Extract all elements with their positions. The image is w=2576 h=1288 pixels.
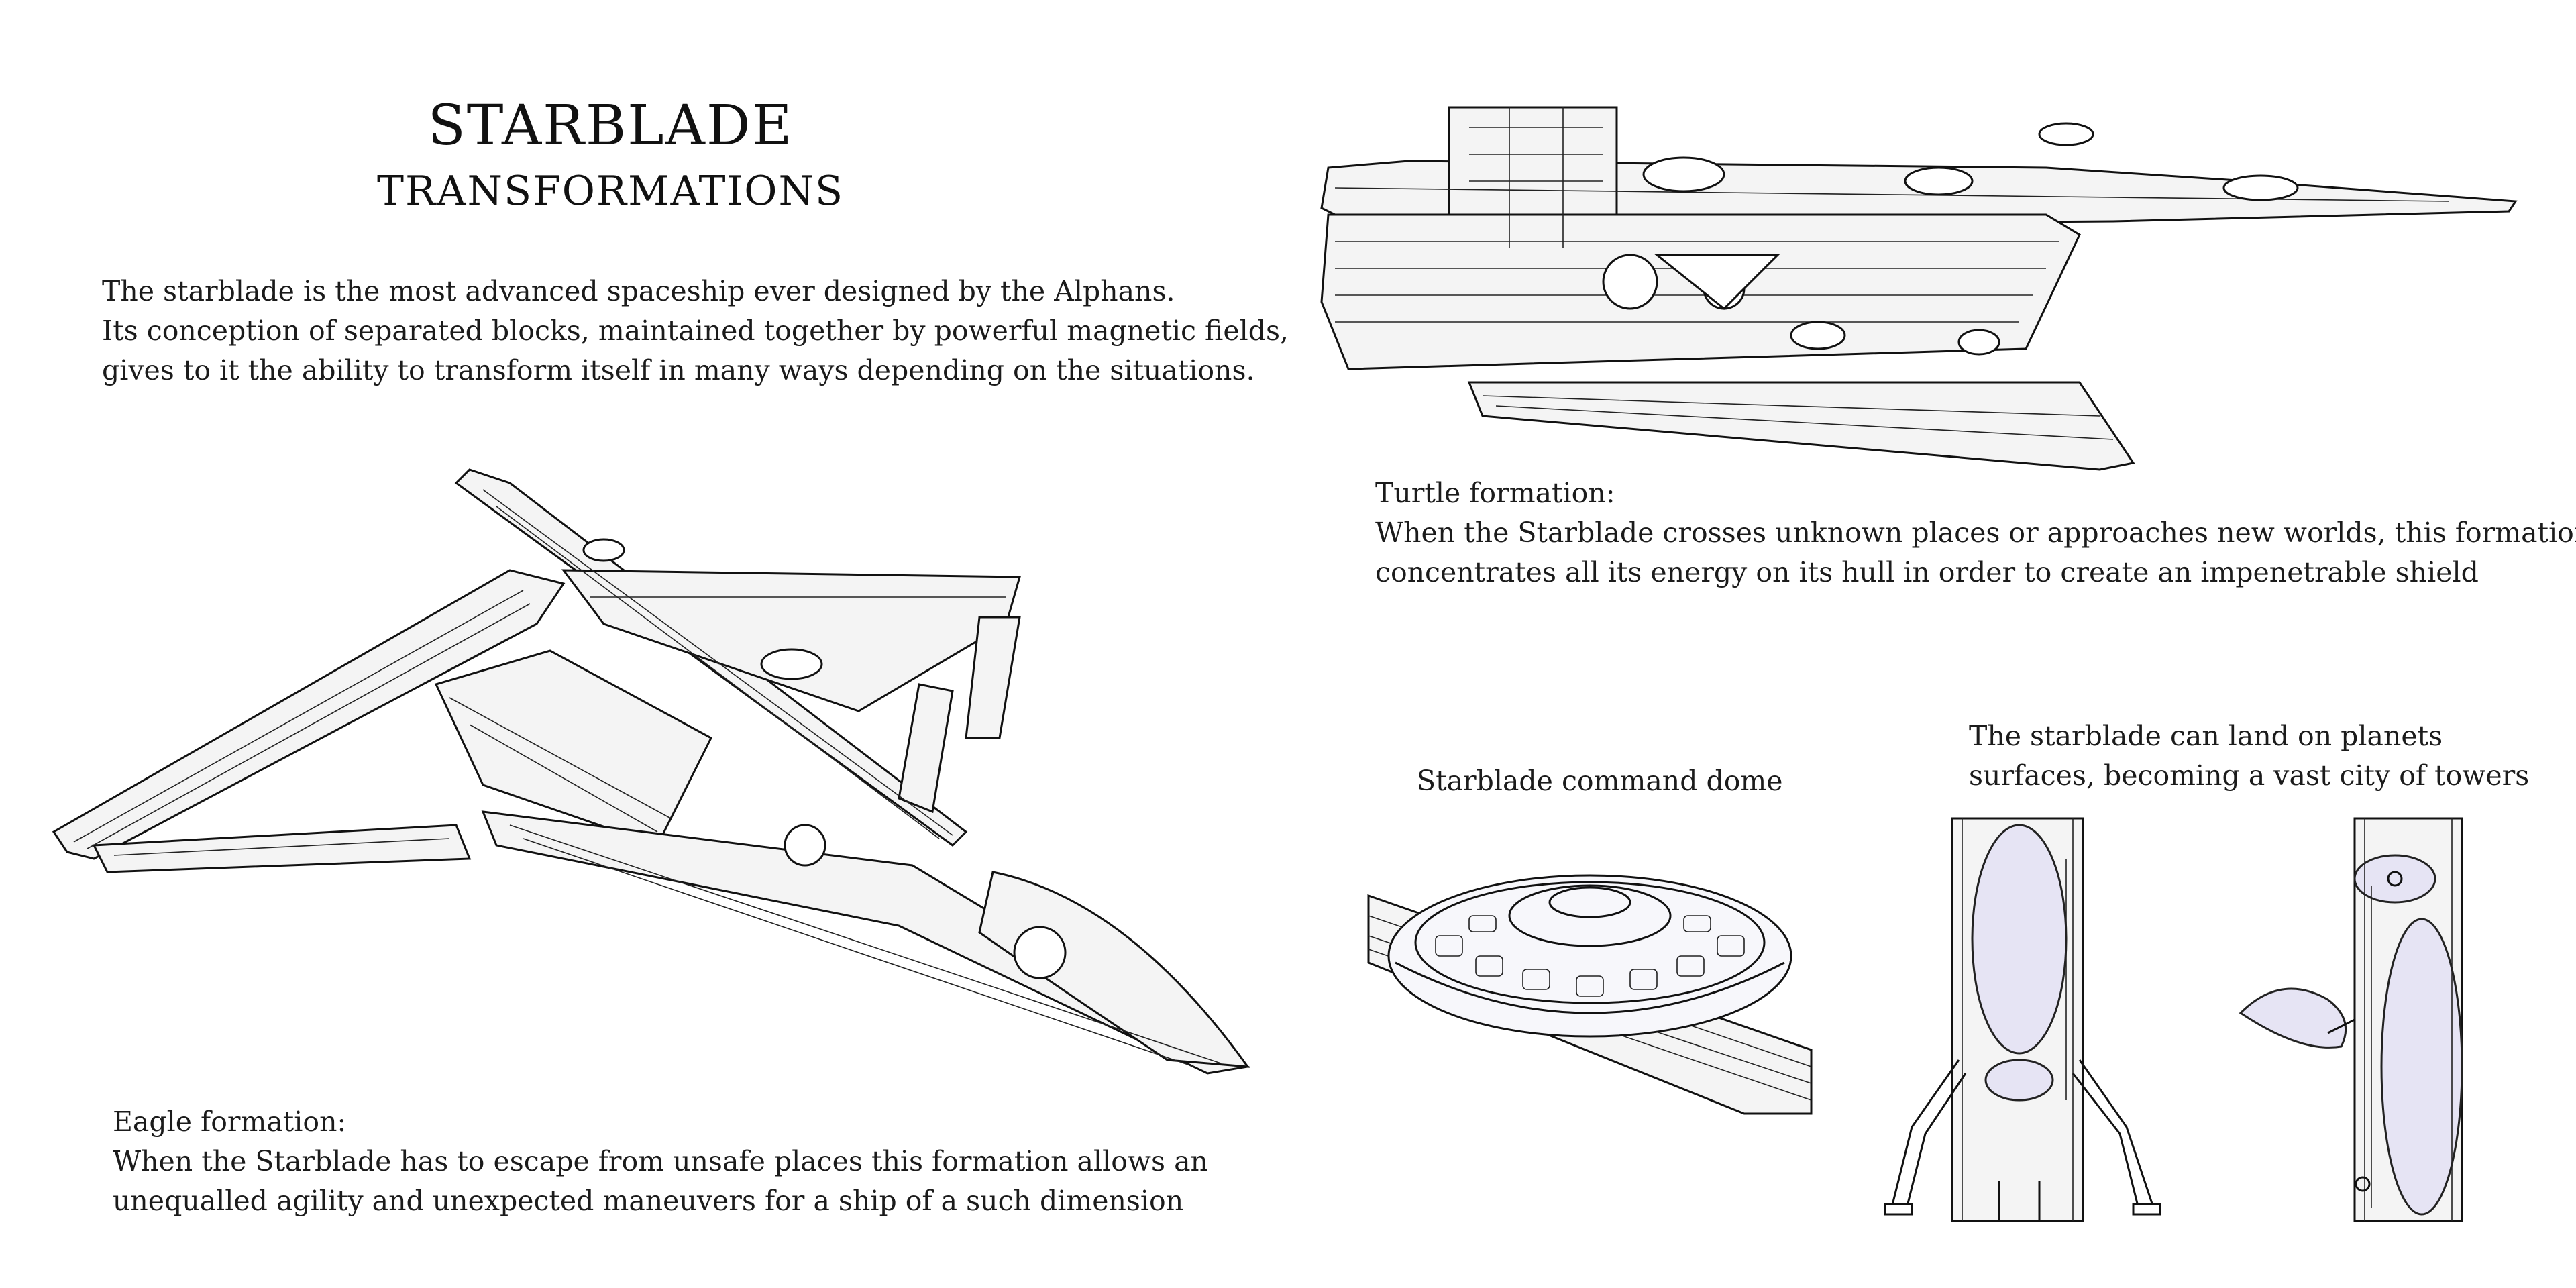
turtle-line: When the Starblade crosses unknown place… bbox=[1375, 517, 2576, 549]
turtle-heading: Turtle formation: bbox=[1375, 477, 1615, 509]
intro-line: gives to it the ability to transform its… bbox=[102, 354, 1255, 386]
page-subtitle: TRANSFORMATIONS bbox=[376, 168, 845, 215]
city-line: The starblade can land on planets bbox=[1969, 720, 2443, 752]
eagle-ship-illustration bbox=[52, 468, 1251, 1075]
eagle-line: When the Starblade has to escape from un… bbox=[113, 1145, 1208, 1177]
intro-line: The starblade is the most advanced space… bbox=[102, 275, 1175, 307]
city-caption: The starblade can land on planets surfac… bbox=[1969, 716, 2529, 796]
command-dome-illustration bbox=[1367, 874, 1813, 1115]
turtle-line: concentrates all its energy on its hull … bbox=[1375, 556, 2479, 588]
eagle-line: unequalled agility and unexpected maneuv… bbox=[113, 1185, 1184, 1217]
turtle-ship-illustration bbox=[1320, 106, 2518, 471]
eagle-heading: Eagle formation: bbox=[113, 1106, 347, 1138]
eagle-paragraph: Eagle formation: When the Starblade has … bbox=[113, 1102, 1208, 1221]
city-line: surfaces, becoming a vast city of towers bbox=[1969, 759, 2530, 792]
turtle-paragraph: Turtle formation: When the Starblade cro… bbox=[1375, 474, 2576, 592]
intro-paragraph: The starblade is the most advanced space… bbox=[102, 272, 1289, 390]
tower-city-illustration bbox=[1884, 817, 2463, 1222]
intro-line: Its conception of separated blocks, main… bbox=[102, 315, 1289, 347]
page-title: STARBLADE bbox=[427, 94, 794, 158]
dome-caption: Starblade command dome bbox=[1417, 765, 1783, 797]
